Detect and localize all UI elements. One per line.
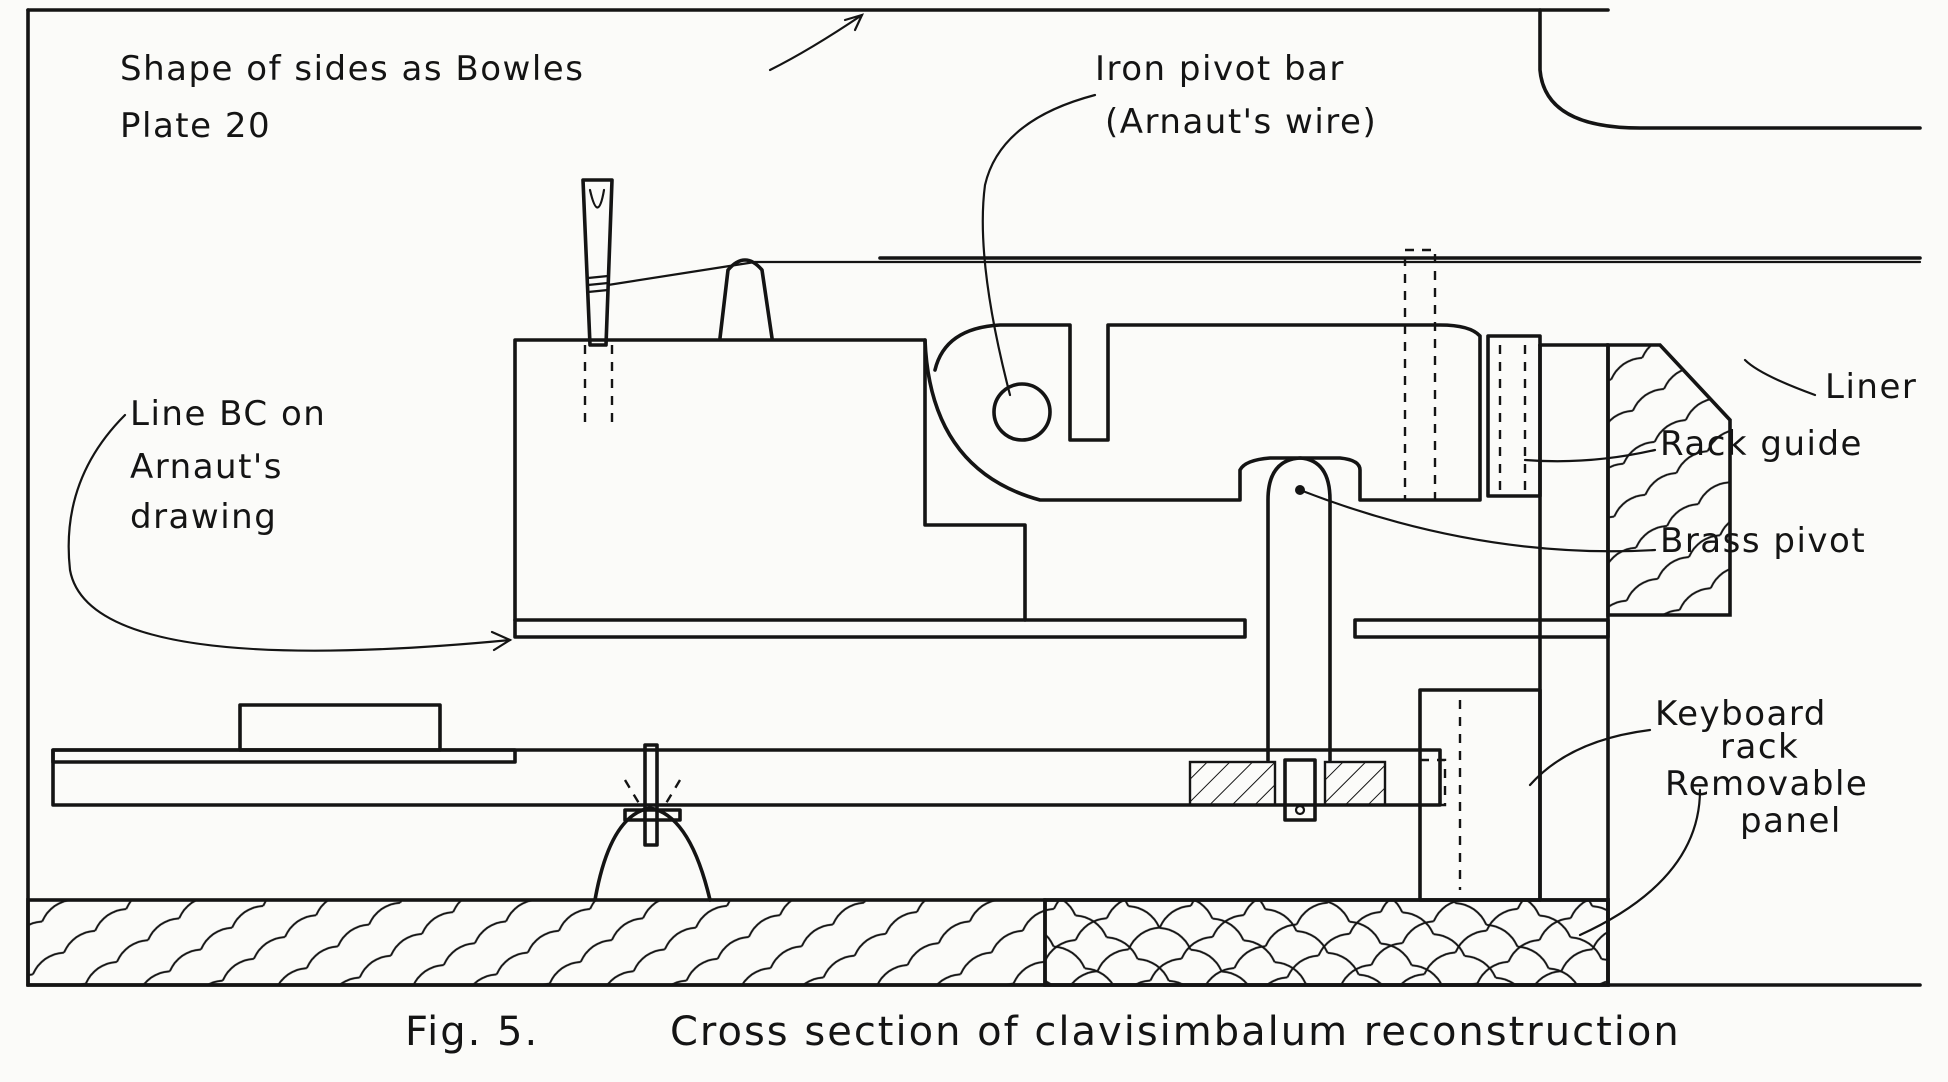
- key-lever: [51, 618, 1610, 807]
- figure-caption-number: Fig. 5.: [405, 1009, 539, 1055]
- label-removable-panel-line2: panel: [1740, 801, 1842, 841]
- key-hatched-right: [1323, 760, 1387, 807]
- bottom-board: [26, 898, 1610, 987]
- brass-pivot-arm: [1266, 456, 1332, 822]
- leader-lines: [67, 13, 1817, 937]
- label-keyboard-rack-line1: Keyboard: [1655, 694, 1827, 734]
- label-iron-pivot-line2: (Arnaut's wire): [1105, 102, 1377, 142]
- label-shape-sides-line1: Shape of sides as Bowles: [120, 49, 584, 89]
- label-line-bc-line2: Arnaut's: [130, 447, 283, 487]
- label-line-bc-line3: drawing: [130, 497, 277, 537]
- label-brass-pivot: Brass pivot: [1660, 521, 1866, 561]
- label-line-bc-line1: Line BC on: [130, 394, 326, 434]
- figure-caption-title: Cross section of clavisimbalum reconstru…: [670, 1009, 1681, 1055]
- label-iron-pivot-line1: Iron pivot bar: [1095, 49, 1345, 89]
- iron-pivot-bar: [992, 382, 1052, 442]
- label-liner: Liner: [1825, 367, 1917, 407]
- label-shape-sides-line2: Plate 20: [120, 106, 271, 146]
- hitch-pin: [1403, 248, 1437, 502]
- label-removable-panel-line1: Removable: [1665, 764, 1868, 804]
- balance-rail: [593, 743, 712, 902]
- label-rack-guide: Rack guide: [1660, 424, 1863, 464]
- rack-guide: [1486, 334, 1542, 498]
- key-hatched-left: [1188, 760, 1277, 807]
- jack: [581, 178, 1922, 425]
- keyboard-rack: [1418, 688, 1542, 902]
- label-keyboard-rack-line2: rack: [1720, 727, 1799, 767]
- removable-panel: [1538, 343, 1610, 987]
- liner: [1538, 343, 1732, 617]
- key-upper-block: [513, 323, 1482, 622]
